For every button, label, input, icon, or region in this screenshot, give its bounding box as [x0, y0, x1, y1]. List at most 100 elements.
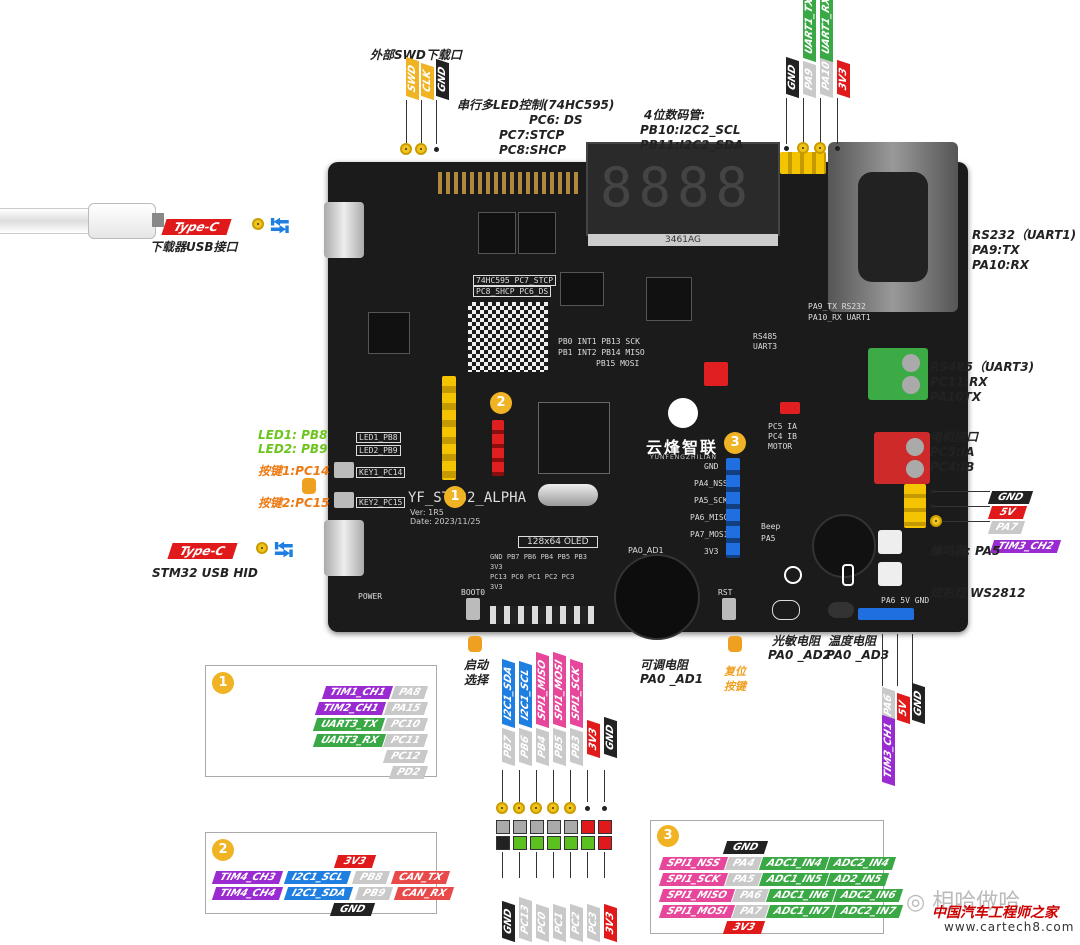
rs232-text: RS232（UART1) PA9:TX PA10:RX	[972, 228, 1076, 273]
watermark-wechat-icon: ◎	[906, 890, 926, 915]
typec1-tag: Type-C	[161, 219, 232, 235]
uart1-pin-3: 3V3	[831, 60, 850, 99]
reset-hand-icon	[728, 636, 742, 652]
key2-button[interactable]	[334, 492, 354, 508]
chip-left	[368, 312, 410, 354]
buzzer-label: 蜂鸣器: PA5	[930, 544, 1001, 558]
header-3-column[interactable]	[726, 458, 740, 558]
br-tim-tag: TIM3_CH1	[876, 714, 895, 787]
typec1-label: 下载器USB接口	[150, 240, 238, 254]
chip-74hc595-b	[518, 212, 556, 254]
header-uart1[interactable]	[780, 152, 826, 174]
temperature-sensor-icon	[842, 564, 854, 586]
header-2-column[interactable]	[492, 420, 504, 476]
light-label-2: PA0 _AD2	[768, 648, 832, 662]
pot-label-1: 可调电阻	[640, 658, 689, 672]
crystal	[538, 484, 598, 506]
seg-line-0: 4位数码管:	[644, 108, 706, 122]
usb-icon-1: ⭾	[270, 212, 290, 242]
header-right[interactable]	[904, 484, 926, 528]
usb-c-port-2[interactable]	[324, 520, 364, 576]
brand-name: 云烽智联	[646, 438, 719, 457]
seg-line-1: PB10:I2C2_SCL	[640, 123, 741, 137]
typec2-label: STM32 USB HID	[152, 566, 258, 580]
board-date: Date: 2023/11/25	[410, 517, 481, 526]
ws2812-led-1	[878, 530, 902, 554]
marker-1: 1	[444, 486, 466, 508]
usb-cable	[0, 208, 90, 234]
led595-line-0: 串行多LED控制(74HC595)	[457, 98, 615, 112]
marker-2: 2	[490, 392, 512, 414]
led595-line-2: PC7:STCP	[499, 128, 565, 142]
chip-74hc595-a	[478, 212, 516, 254]
led2-label: LED2: PB9	[258, 442, 328, 456]
usb-c-port-1[interactable]	[324, 202, 364, 258]
key2-label: 按键2:PC15	[258, 496, 330, 510]
led595-line-3: PC8:SHCP	[499, 143, 567, 157]
motor-line-0: 电机接口	[930, 430, 979, 444]
right-pa7-tag: PA7TIM3_CH2	[987, 515, 1080, 553]
led595-text: 串行多LED控制(74HC595) PC6: DS PC7:STCP PC8:S…	[457, 98, 617, 158]
pot-label-2: PA0 _AD1	[640, 672, 704, 686]
boot-label: 启动 选择	[464, 658, 489, 687]
header-ws2812[interactable]	[858, 608, 914, 620]
seg-line-2: PB11:I2C2_SDA	[640, 138, 744, 152]
motor-line-2: PC4:IB	[930, 460, 975, 474]
chip-stm32	[538, 402, 610, 474]
temp-label-1: 温度电阻	[828, 634, 877, 648]
uart1-tag-1: UART1_RX	[814, 0, 833, 63]
rs485-line-1: PC11:RX	[930, 375, 988, 389]
rs485-terminal[interactable]	[868, 348, 928, 400]
pcb-board: 8888 3461AG 74HC595 PC7_STCP PC8_SHCP PC…	[324, 142, 968, 640]
swd-pin-2: GND	[430, 58, 449, 101]
rs485-jumper[interactable]	[704, 362, 728, 386]
boot-switch[interactable]	[466, 598, 480, 620]
hand-pointer-icon	[302, 478, 316, 494]
oled-header[interactable]	[490, 606, 594, 624]
led1-label: LED1: PB8	[258, 428, 328, 442]
box-2-number: 2	[212, 839, 234, 861]
light-label-1: 光敏电阻	[772, 634, 821, 648]
rs232-line-0: RS232（UART1)	[972, 228, 1077, 242]
box2-gnd: GND	[329, 903, 376, 916]
brand-name-en: YUNFENGZHILIAN	[650, 454, 718, 461]
oled-tag-4: SPI1_SCK	[564, 659, 583, 729]
db9-connector	[828, 142, 958, 312]
seven-segment-display: 8888 3461AG	[586, 142, 780, 246]
rs485-line-0: RS485（UART3)	[930, 360, 1035, 374]
qr-code	[468, 302, 548, 372]
box-2: 2 3V3 TIM4_CH3 I2C1_SCL PB8 CAN_TX TIM4_…	[205, 832, 454, 916]
boot-hand-icon	[468, 636, 482, 652]
box3-3v3: 3V3	[722, 921, 765, 934]
m5v-jumper[interactable]	[780, 402, 800, 414]
potentiometer[interactable]	[614, 554, 700, 640]
swd-title: 外部SWD下载口	[370, 48, 462, 62]
usb-icon-2: ⭾	[274, 536, 294, 566]
header-1-column[interactable]	[442, 376, 456, 480]
oled-bottom-pin-6: 3V3	[598, 904, 617, 943]
marker-3: 3	[724, 432, 746, 454]
rs232-line-2: PA10:RX	[972, 258, 1029, 272]
chip-i2c	[560, 272, 604, 306]
usb-plug	[88, 203, 156, 239]
motor-terminal[interactable]	[874, 432, 930, 484]
seg-text: 4位数码管: PB10:I2C2_SCL PB11:I2C2_SDA	[640, 108, 743, 153]
rs485-text: RS485（UART3) PC11:RX PA10TX	[930, 360, 1034, 405]
typec1-group: Type-C	[161, 216, 232, 235]
board-version: Ver: 1R5	[410, 508, 444, 517]
watermark-logo: ◎ 相哈做哈	[906, 890, 1021, 915]
reset-label: 复位 按键	[724, 665, 746, 693]
board-name: YF_STM32_ALPHA	[408, 490, 527, 506]
typec2-pin-icon	[256, 542, 268, 554]
thermistor	[828, 602, 854, 618]
chip-right	[646, 277, 692, 321]
light-sensor-icon	[784, 566, 802, 584]
ws2812-led-2	[878, 562, 902, 586]
reset-button[interactable]	[722, 598, 736, 620]
watermark-url: www.cartech8.com	[944, 920, 1075, 934]
brand-logo-icon	[668, 398, 698, 428]
key1-button[interactable]	[334, 462, 354, 478]
typec2-tag: Type-C	[167, 543, 238, 559]
